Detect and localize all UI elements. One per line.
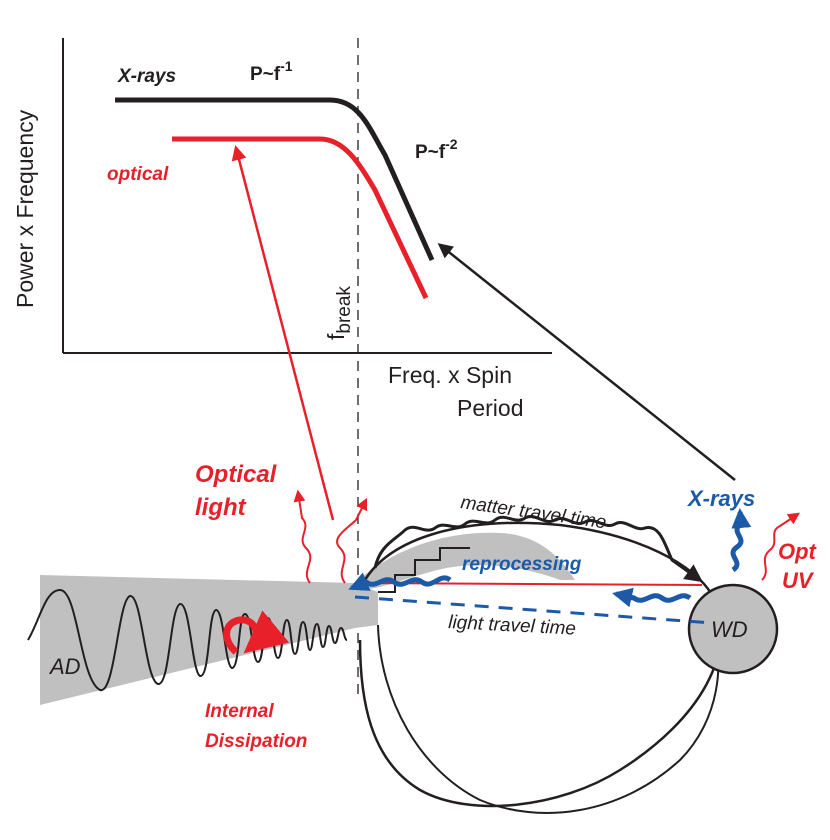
internal-label-2: Dissipation (205, 731, 307, 752)
svg-text:fbreak: fbreak (323, 286, 355, 340)
law-label-2: P~f-2 (415, 136, 458, 163)
stream-outer-loop (358, 521, 723, 808)
fbreak-main: f (323, 333, 349, 340)
wd-label: WD (711, 617, 748, 642)
reprocessing-label: reprocessing (462, 554, 582, 575)
ad-label: AD (48, 654, 81, 679)
matter-travel-label: matter travel time (459, 492, 607, 533)
xrays-curve-label: X-rays (117, 66, 176, 87)
law-label-2-exp: -2 (445, 136, 458, 152)
y-axis-label: Power x Frequency (12, 109, 38, 308)
law-label-1-base: P~f (250, 64, 281, 85)
opt-label: Opt (778, 539, 818, 564)
fbreak-sub: break (334, 286, 355, 334)
white-dwarf: WD (687, 583, 779, 675)
optical-curve (172, 136, 429, 300)
internal-label-1: Internal (205, 701, 274, 722)
accretion-stream (355, 521, 723, 814)
matter-travel-arrow (373, 515, 703, 583)
optical-light-label-2: light (195, 494, 247, 521)
reprocessing-wave (348, 572, 452, 591)
xrays-curve (115, 97, 435, 262)
optical-light-arrow (231, 145, 335, 521)
light-travel-line (354, 595, 713, 625)
xrays-scene-label: X-rays (686, 486, 755, 511)
xray-wave (730, 508, 752, 573)
disc-oscillation (27, 588, 348, 691)
optical-light-label-1: Optical (195, 461, 278, 488)
law-label-1: P~f-1 (250, 58, 293, 85)
x-axis-label-line1: Freq. x Spin (388, 362, 512, 388)
fbreak-label: fbreak (323, 286, 355, 340)
opt-uv-wave (761, 512, 800, 581)
xray-arrow (437, 243, 736, 481)
law-label-2-base: P~f (415, 142, 446, 163)
optical-wave-2 (336, 497, 368, 584)
stream-inner-loop (377, 624, 720, 814)
optical-wave-1 (293, 489, 312, 584)
optical-curve-label: optical (107, 164, 169, 185)
x-axis-label-line2: Period (457, 395, 523, 421)
power-spectrum-plot: Power x Frequency Freq. x Spin Period fb… (12, 38, 552, 695)
law-label-1-exp: -1 (280, 58, 293, 74)
reprocessing-line (359, 582, 703, 586)
light-travel-label: light travel time (448, 612, 577, 640)
uv-label: UV (782, 568, 815, 593)
stream-steps (378, 547, 470, 593)
accretion-disc: AD (27, 575, 378, 705)
reprocessing-wave-2 (612, 587, 692, 608)
internal-dissipation-arrow (223, 610, 290, 655)
